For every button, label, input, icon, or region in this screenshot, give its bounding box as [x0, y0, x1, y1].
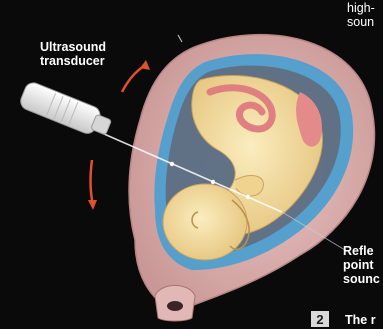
rotation-arrow-icon	[122, 66, 144, 92]
step-number-badge: 2	[311, 311, 329, 327]
transducer-probe-icon	[18, 80, 114, 140]
cervix-opening	[167, 301, 183, 311]
transducer-label: Ultrasound transducer	[40, 40, 106, 68]
step-caption: The r	[345, 313, 376, 327]
beam-dot-2	[211, 180, 215, 184]
top-leader-line	[178, 35, 182, 42]
beam-dot-1	[170, 162, 174, 166]
rotation-arrow-head-bottom	[88, 200, 97, 210]
top-right-label: high- soun	[347, 1, 375, 29]
beam-dot-3	[246, 195, 250, 199]
reflection-label: Refle point sounc	[343, 244, 380, 286]
rotation-arrow-icon-lower	[91, 160, 93, 200]
